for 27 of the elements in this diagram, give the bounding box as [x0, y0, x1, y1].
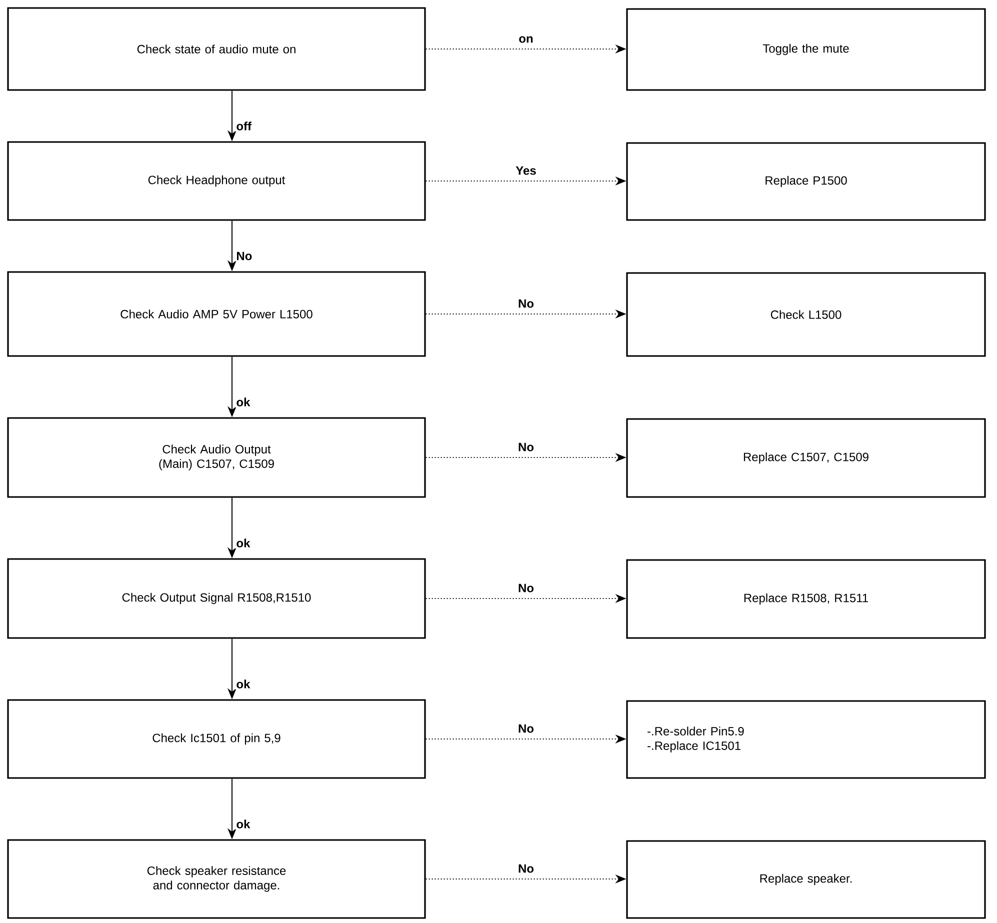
process-box: Replace C1507, C1509 [626, 418, 986, 498]
process-box: Check Audio Output (Main) C1507, C1509 [7, 417, 426, 498]
process-box: -.Re-solder Pin5.9 -.Replace IC1501 [626, 700, 986, 779]
process-box: Check state of audio mute on [7, 7, 426, 91]
edge-label: on [519, 36, 533, 43]
process-box: Replace P1500 [626, 142, 986, 221]
edge-label: No [237, 252, 252, 260]
edge-label: No [518, 299, 534, 308]
edge-label: ok [236, 680, 250, 688]
edge-label: ok [236, 538, 250, 548]
process-box: Check Output Signal R1508,R1510 [7, 558, 426, 639]
edge-label: ok [236, 820, 250, 828]
process-box: Check Ic1501 of pin 5,9 [7, 699, 426, 779]
edge-label: Yes [516, 166, 536, 175]
process-box: Toggle the mute [626, 8, 986, 91]
process-box: Replace R1508, R1511 [626, 559, 986, 639]
process-box: Check Headphone output [7, 141, 426, 221]
process-box: Replace speaker. [626, 840, 986, 919]
edge-label: off [236, 122, 252, 130]
edge-label: No [518, 864, 534, 873]
process-box: Check L1500 [626, 272, 986, 357]
process-box: Check speaker resistance and connector damage. [7, 839, 426, 919]
process-box: Check Audio AMP 5V Power L1500 [7, 271, 426, 357]
edge-label: No [518, 442, 534, 452]
edge-label: No [518, 584, 534, 592]
edge-label: No [518, 724, 534, 733]
edge-label: ok [236, 398, 250, 406]
